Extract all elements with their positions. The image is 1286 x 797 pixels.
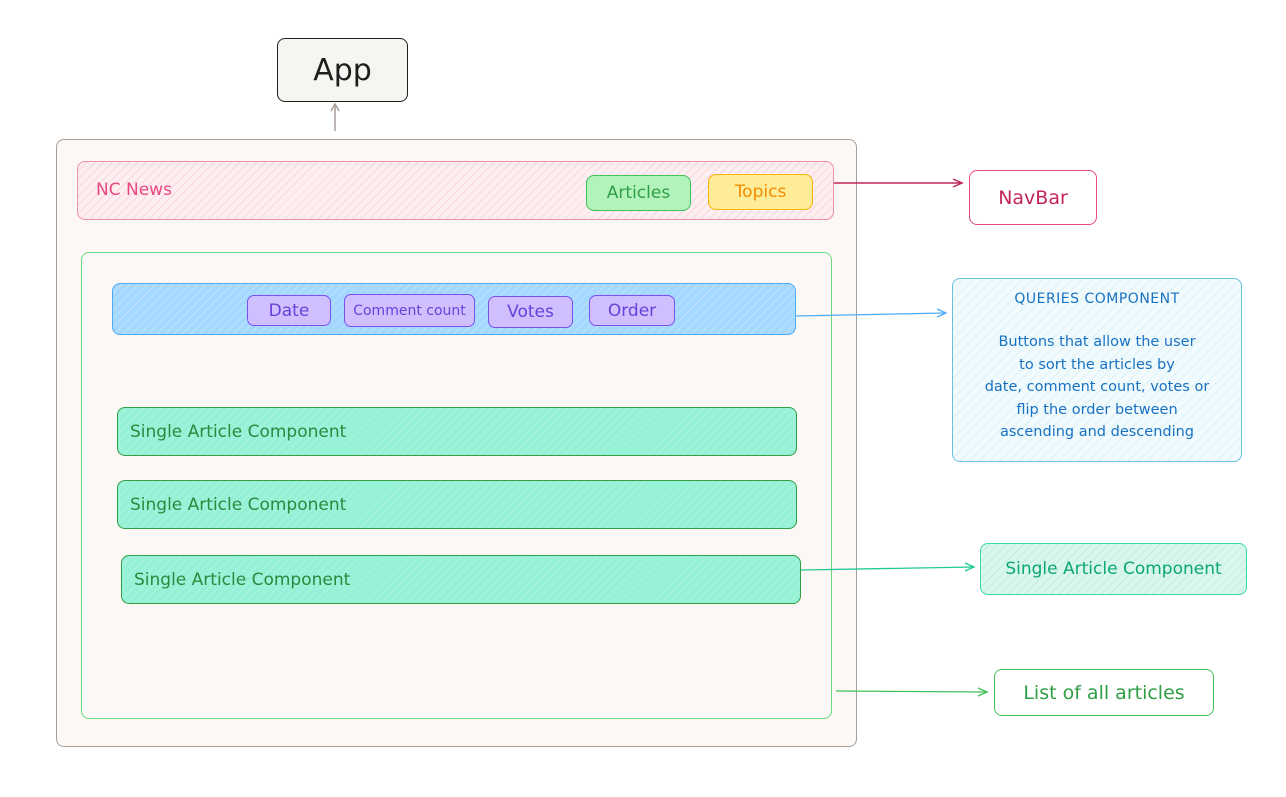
- article-card-label: Single Article Component: [130, 494, 347, 515]
- order-button[interactable]: Order: [589, 295, 675, 326]
- sort-date-label: Date: [268, 300, 310, 321]
- queries-callout: QUERIES COMPONENT Buttons that allow the…: [952, 278, 1242, 462]
- single-article-arrow: [800, 562, 976, 572]
- callout-line: date, comment count, votes or: [984, 379, 1210, 395]
- queries-callout-body: Buttons that allow the user to sort the …: [953, 331, 1241, 444]
- navbar: NC News Articles Topics: [77, 161, 834, 220]
- articles-button-label: Articles: [606, 183, 671, 203]
- single-article-callout: Single Article Component: [980, 543, 1247, 595]
- list-callout-label: List of all articles: [1023, 681, 1185, 704]
- queries-bar: Date Comment count Votes Order: [112, 283, 796, 335]
- callout-line: ascending and descending: [999, 424, 1195, 440]
- callout-line: flip the order between: [1016, 401, 1178, 418]
- list-callout: List of all articles: [994, 669, 1214, 716]
- queries-callout-title: QUERIES COMPONENT: [1014, 291, 1180, 307]
- articles-button[interactable]: Articles: [586, 175, 691, 211]
- list-arrow: [835, 687, 989, 697]
- app-arrow: [330, 102, 340, 131]
- brand-title: NC News: [96, 180, 172, 200]
- callout-line: Buttons that allow the user: [998, 334, 1196, 350]
- topics-button-label: Topics: [734, 182, 787, 202]
- queries-arrow: [795, 308, 948, 318]
- order-label: Order: [607, 300, 657, 321]
- topics-button[interactable]: Topics: [708, 174, 813, 210]
- sort-comment-count-button[interactable]: Comment count: [344, 294, 475, 327]
- app-node: App: [277, 38, 408, 102]
- article-card[interactable]: Single Article Component: [121, 555, 801, 604]
- navbar-arrow: [834, 178, 964, 188]
- article-card-label: Single Article Component: [130, 421, 347, 442]
- sort-votes-label: Votes: [507, 302, 554, 322]
- app-label: App: [313, 52, 372, 88]
- single-article-callout-label: Single Article Component: [1005, 559, 1222, 579]
- callout-line: to sort the articles by: [1019, 356, 1175, 373]
- navbar-callout-label: NavBar: [998, 186, 1068, 209]
- article-card[interactable]: Single Article Component: [117, 407, 797, 456]
- article-card-label: Single Article Component: [134, 569, 351, 590]
- article-card[interactable]: Single Article Component: [117, 480, 797, 529]
- sort-comment-count-label: Comment count: [353, 302, 466, 319]
- sort-date-button[interactable]: Date: [247, 295, 331, 326]
- articles-list: [81, 252, 832, 719]
- sort-votes-button[interactable]: Votes: [488, 296, 573, 328]
- navbar-callout: NavBar: [969, 170, 1097, 225]
